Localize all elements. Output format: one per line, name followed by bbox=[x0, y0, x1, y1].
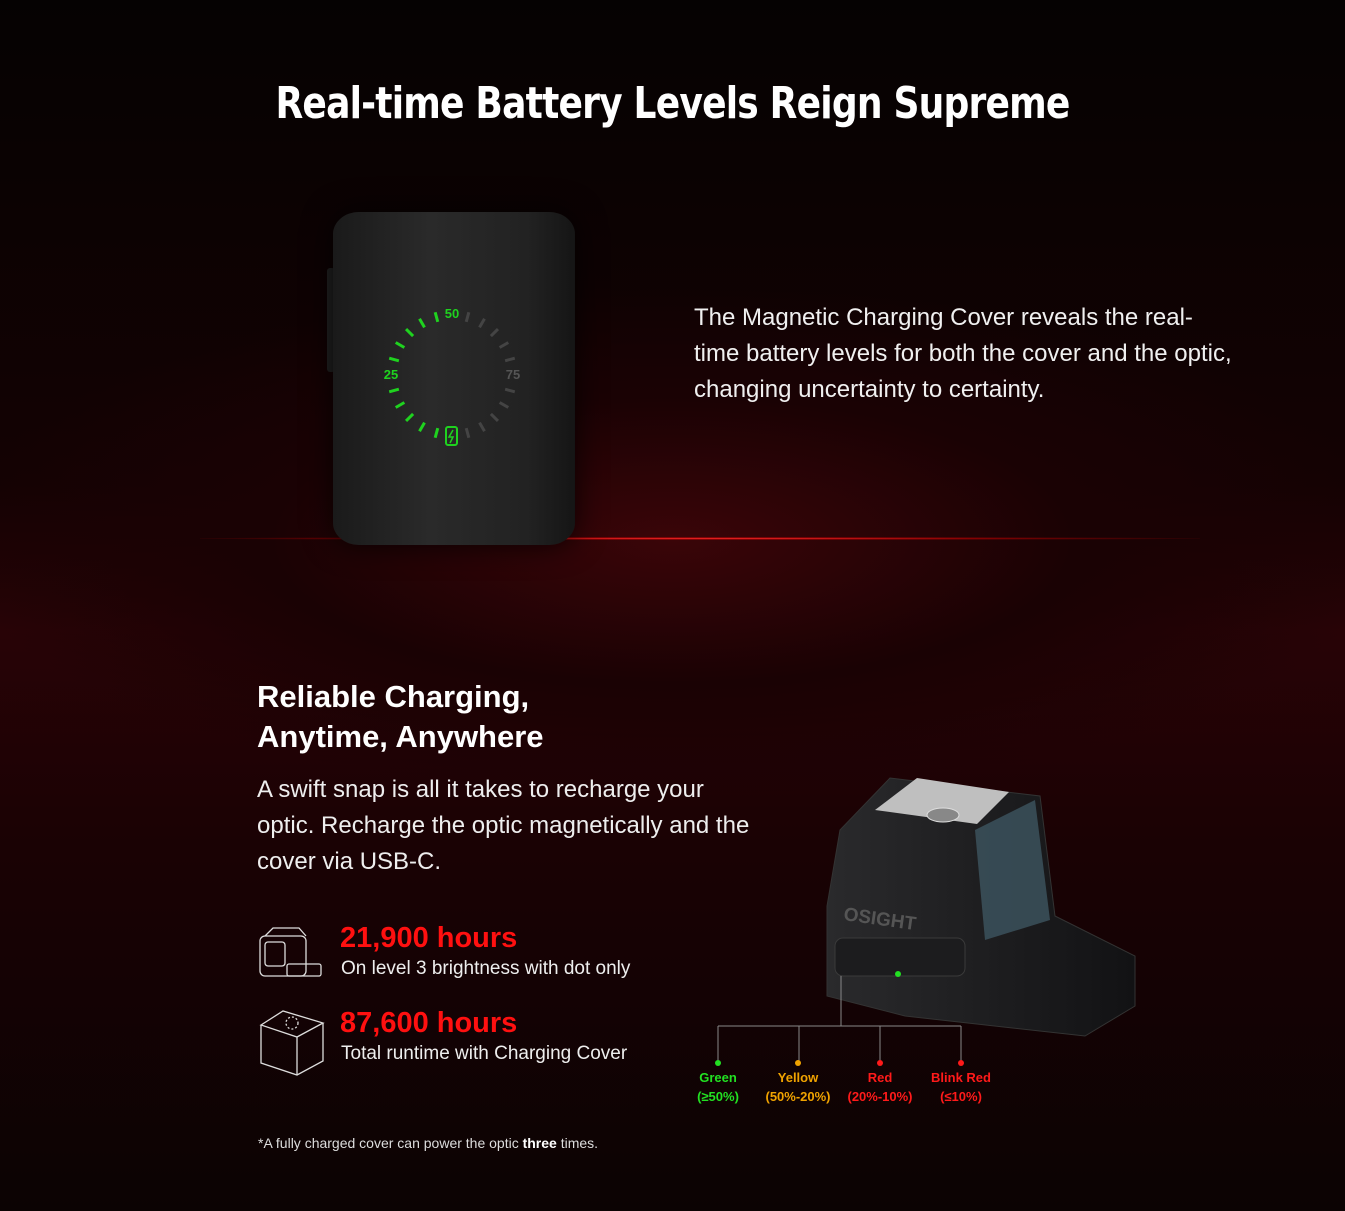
optic-image: OSIGHT bbox=[717, 777, 1136, 1062]
page-title: Real-time Battery Levels Reign Supreme bbox=[275, 78, 1070, 129]
dial-tick bbox=[388, 387, 400, 394]
stat-optic-runtime: 21,900 hours On level 3 brightness with … bbox=[257, 922, 677, 1002]
optic-outline-icon bbox=[259, 927, 322, 977]
stat-label: On level 3 brightness with dot only bbox=[341, 958, 631, 979]
stat-label: Total runtime with Charging Cover bbox=[341, 1043, 628, 1064]
dial-label-75: 75 bbox=[506, 367, 520, 382]
dial-tick bbox=[478, 317, 486, 329]
led-indicator-red: Red (20%-10%) bbox=[835, 1060, 925, 1106]
dial-tick bbox=[504, 356, 516, 363]
dial-tick bbox=[418, 421, 426, 433]
status-led bbox=[895, 971, 901, 977]
dial-tick bbox=[404, 327, 415, 338]
led-indicator-green: Green (≥50%) bbox=[673, 1060, 763, 1106]
dial-tick bbox=[478, 421, 486, 433]
indicator-range: (≥50%) bbox=[697, 1089, 739, 1104]
dial-tick bbox=[489, 327, 500, 338]
charging-description: A swift snap is all it takes to recharge… bbox=[257, 776, 750, 875]
glow-divider bbox=[200, 537, 1200, 540]
indicator-name: Green bbox=[699, 1070, 737, 1085]
heading-line-1: Reliable Charging, bbox=[257, 679, 530, 714]
dial-tick bbox=[394, 341, 406, 349]
battery-dial: 50 25 75 bbox=[384, 306, 520, 446]
dial-tick bbox=[464, 427, 471, 439]
battery-charging-icon bbox=[445, 426, 458, 446]
dial-tick bbox=[394, 401, 406, 409]
charging-cover-image: 50 25 75 bbox=[333, 212, 575, 545]
dial-label-25: 25 bbox=[384, 367, 398, 382]
stat-cover-runtime: 87,600 hours Total runtime with Charging… bbox=[257, 1007, 677, 1087]
cover-description: The Magnetic Charging Cover reveals the … bbox=[694, 304, 1232, 403]
dial-tick bbox=[498, 401, 510, 409]
cover-clip bbox=[327, 268, 335, 372]
dial-tick bbox=[404, 412, 415, 423]
indicator-range: (≤10%) bbox=[940, 1089, 982, 1104]
indicator-name: Red bbox=[867, 1070, 893, 1085]
charging-cover-outline-icon bbox=[259, 1010, 325, 1076]
dial-tick bbox=[388, 356, 400, 363]
dial-label-50: 50 bbox=[445, 306, 459, 321]
dial-tick bbox=[433, 311, 440, 323]
section-heading: Reliable Charging, Anytime, Anywhere bbox=[257, 677, 544, 757]
indicator-name: Blink Red bbox=[931, 1070, 991, 1085]
stat-value: 87,600 hours bbox=[340, 1007, 518, 1039]
indicator-dot bbox=[715, 1060, 721, 1066]
dial-tick bbox=[464, 311, 471, 323]
dial-tick bbox=[498, 341, 510, 349]
led-indicator-yellow: Yellow (50%-20%) bbox=[753, 1060, 843, 1106]
dial-tick bbox=[489, 412, 500, 423]
indicator-range: (50%-20%) bbox=[765, 1089, 831, 1104]
indicator-dot bbox=[877, 1060, 883, 1066]
led-indicator-blink-red: Blink Red (≤10%) bbox=[916, 1060, 1006, 1106]
heading-line-2: Anytime, Anywhere bbox=[257, 719, 544, 754]
dial-tick bbox=[504, 387, 516, 394]
stat-value: 21,900 hours bbox=[340, 922, 518, 954]
indicator-dot bbox=[795, 1060, 801, 1066]
indicator-dot bbox=[958, 1060, 964, 1066]
footnote: *A fully charged cover can power the opt… bbox=[258, 1135, 599, 1151]
indicator-name: Yellow bbox=[777, 1070, 819, 1085]
dial-tick bbox=[418, 317, 426, 329]
indicator-range: (20%-10%) bbox=[847, 1089, 913, 1104]
dial-tick bbox=[433, 427, 440, 439]
